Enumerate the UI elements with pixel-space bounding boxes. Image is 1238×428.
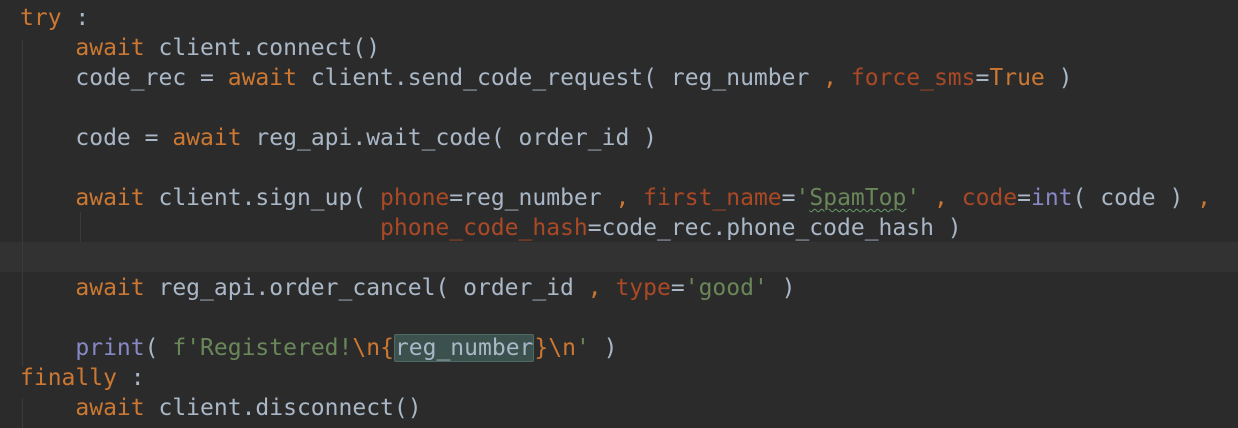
- code-text: =code_rec.phone_code_hash ): [587, 215, 962, 241]
- code-line-3[interactable]: code_rec = await client.send_code_reques…: [20, 63, 1072, 93]
- code-line-2[interactable]: await client.connect(): [20, 33, 380, 63]
- code-text: ): [589, 335, 618, 361]
- code-line-7[interactable]: await client.sign_up( phone=reg_number ,…: [20, 183, 1211, 213]
- code-text: client.send_code_request( reg_number: [296, 65, 824, 91]
- code-text: reg_api.wait_code( order_id ): [241, 125, 657, 151]
- code-text: (: [144, 335, 173, 361]
- code-line-8[interactable]: phone_code_hash=code_rec.phone_code_hash…: [20, 213, 962, 243]
- builtin-function: print: [75, 335, 145, 361]
- string-literal: ': [575, 335, 590, 361]
- code-text: =: [670, 275, 685, 301]
- code-text: client.sign_up(: [144, 185, 381, 211]
- indent-guide: [80, 212, 81, 242]
- code-line-12[interactable]: print( f'Registered!\n{reg_number}\n' ): [20, 333, 618, 363]
- escape-sequence: \n: [352, 335, 381, 361]
- code-text: :: [116, 365, 145, 391]
- string-literal: ': [906, 185, 921, 211]
- fstring-interpolation: reg_number: [393, 334, 535, 362]
- comma: ,: [615, 185, 630, 211]
- string-literal: SpamTop: [809, 185, 907, 211]
- code-text: :: [61, 5, 90, 31]
- indent-guide: [22, 398, 23, 428]
- parameter-name: phone_code_hash: [380, 215, 588, 241]
- code-line-10[interactable]: await reg_api.order_cancel( order_id , t…: [20, 273, 796, 303]
- escape-sequence: \n: [548, 335, 576, 361]
- keyword: await: [75, 395, 145, 421]
- comma: ,: [1197, 185, 1212, 211]
- code-text: ): [767, 275, 796, 301]
- code-text: code_rec =: [75, 65, 228, 91]
- code-text: reg_api.order_cancel( order_id: [144, 275, 588, 301]
- keyword: await: [172, 125, 242, 151]
- fstring-brace: {: [380, 335, 394, 361]
- parameter-name: type: [601, 275, 671, 301]
- keyword: try: [20, 5, 62, 31]
- code-line-5[interactable]: code = await reg_api.wait_code( order_id…: [20, 123, 657, 153]
- keyword: await: [75, 275, 145, 301]
- keyword: await: [75, 185, 145, 211]
- parameter-name: phone: [380, 185, 450, 211]
- code-text: code =: [75, 125, 173, 151]
- code-text: client.disconnect(): [144, 395, 422, 421]
- code-line-13[interactable]: finally :: [20, 363, 145, 393]
- code-text: =: [781, 185, 796, 211]
- code-line-14[interactable]: await client.disconnect(): [20, 393, 422, 423]
- current-line-highlight: [0, 242, 1238, 272]
- code-text: ): [1044, 65, 1073, 91]
- keyword: finally: [20, 365, 117, 391]
- code-text: =: [975, 65, 990, 91]
- keyword: await: [75, 35, 145, 61]
- comma: ,: [920, 185, 948, 211]
- code-line-1[interactable]: try :: [20, 3, 89, 33]
- string-literal: ': [795, 185, 810, 211]
- keyword: True: [989, 65, 1045, 91]
- fstring-brace: }: [534, 335, 549, 361]
- parameter-name: first_name: [629, 185, 782, 211]
- string-literal: 'good': [684, 275, 768, 301]
- code-text: =: [1017, 185, 1031, 211]
- parameter-name: force_sms: [837, 65, 976, 91]
- code-text: client.connect(): [144, 35, 381, 61]
- comma: ,: [587, 275, 602, 301]
- string-literal: f'Registered!: [172, 335, 353, 361]
- code-text: ( code ): [1072, 185, 1198, 211]
- builtin-function: int: [1030, 185, 1073, 211]
- comma: ,: [823, 65, 838, 91]
- parameter-name: code: [947, 185, 1018, 211]
- keyword: await: [227, 65, 297, 91]
- indent-guide: [22, 40, 23, 366]
- code-text: =reg_number: [449, 185, 616, 211]
